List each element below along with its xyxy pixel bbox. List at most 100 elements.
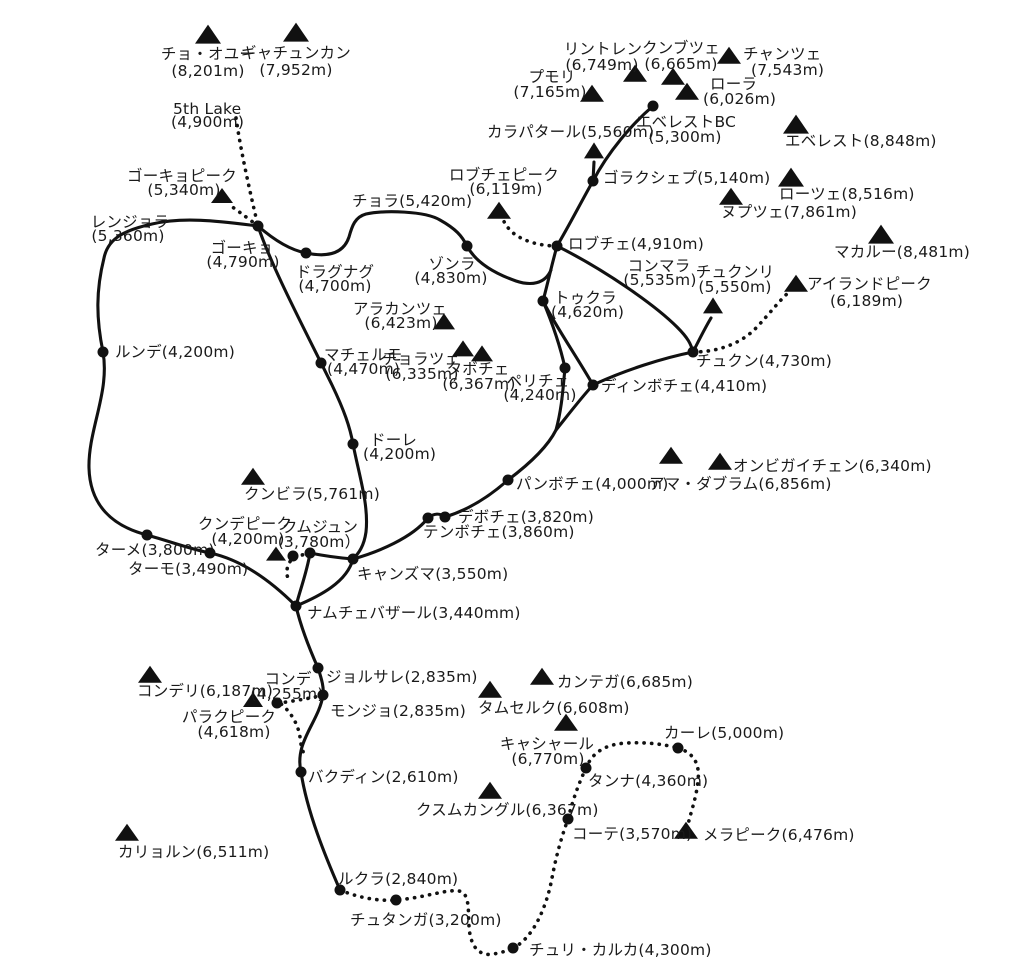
chukhung-ri-label: (5,550m) — [698, 278, 771, 296]
pheriche-label: ペリチェ — [507, 372, 570, 390]
kothe-dot — [562, 813, 574, 825]
lungde-dot — [97, 346, 109, 358]
dragnag-label: ドラグナグ — [296, 263, 375, 281]
chukhung-label: チュクン(4,730m) — [696, 352, 832, 370]
thukla-dot — [537, 295, 549, 307]
lobuche-peak-label: (6,119m) — [469, 180, 542, 198]
trail-dingboche-thukla — [541, 299, 595, 387]
kangtega-peak-icon — [530, 667, 554, 685]
machermo-label: (4,470m) — [327, 360, 400, 378]
dzongla-dot — [461, 240, 473, 252]
kongma-la-label: コンマラ — [628, 257, 691, 275]
kongde-label: (4,255m) — [250, 685, 323, 703]
parak-peak-label: パラクピーク — [182, 708, 276, 726]
jorsale-dot — [312, 662, 324, 674]
trail-khumjung-namche — [294, 551, 312, 608]
chukhung-ri-arrow-icon — [703, 297, 723, 314]
ama-dablam-label: アマ・ダブラム(6,856m) — [649, 474, 832, 493]
kyangjuma-dot — [347, 553, 359, 565]
kharyolung-peak-icon — [115, 823, 139, 841]
kongde-label: コンデ — [264, 669, 311, 688]
taboche-label: タボチェ — [447, 360, 510, 378]
lukla-label: ルクラ(2,840m) — [338, 870, 458, 888]
cho-oyu-label: (8,201m) — [171, 62, 244, 80]
trail-dingboche-chukhung — [591, 350, 695, 387]
gokyo-ri-peak-icon — [211, 188, 233, 203]
taboche-label: (6,367m) — [442, 375, 515, 393]
everest-bc-dot — [647, 100, 659, 112]
trail-chukhung-ri-spur — [691, 316, 713, 354]
trail-gokyo-dole-kyangjuma — [256, 224, 369, 561]
thamo-dot — [204, 547, 216, 559]
khare-label: カーレ(5,000m) — [664, 724, 784, 742]
gyachung-kang-peak-icon — [283, 22, 309, 42]
monjo-label: モンジョ(2,835m) — [330, 702, 466, 720]
jorsale-label: ジョルサレ(2,835m) — [326, 668, 478, 686]
thukla-label: トゥクラ — [554, 289, 617, 307]
khare-dot — [672, 742, 684, 754]
gorak-shep-dot — [587, 175, 599, 187]
chukhung-ri-label: チュクンリ — [696, 263, 775, 281]
kala-patthar-arrow-icon — [584, 142, 604, 159]
pheriche-label: (4,240m) — [503, 386, 576, 404]
dzongla-label: (4,830m) — [414, 269, 487, 287]
lho-la-label: (6,026m) — [703, 90, 776, 108]
lobuche-peak-peak-icon — [487, 201, 511, 219]
everest-bc-label: (5,300m) — [648, 128, 721, 146]
thame-dot — [141, 529, 153, 541]
tengboche-label: テンボチェ(3,860m) — [423, 523, 575, 541]
thamserku-peak-icon — [478, 680, 502, 698]
thangnak-dot — [580, 762, 592, 774]
island-peak-label: アイランドピーク — [807, 275, 932, 293]
cholatse-label: (6,335m) — [385, 365, 458, 383]
nuptse-label: ヌプツェ(7,861m) — [721, 203, 857, 221]
cho-oyu-peak-icon — [195, 24, 221, 44]
monjo-dot — [317, 689, 329, 701]
lintren-peak-icon — [623, 64, 647, 82]
dragnag-label: (4,700m) — [298, 277, 371, 295]
kongde-ri-peak-icon — [138, 665, 162, 683]
trail-lobuche-peak-trail — [501, 217, 559, 248]
parak-peak-peak-icon — [243, 692, 263, 707]
arakam-tse-label: (6,423m) — [364, 314, 437, 332]
trail-kongde-trail — [278, 693, 325, 759]
kyashar-label: キャシャール — [500, 735, 594, 753]
parak-peak-label: (4,618m) — [197, 723, 270, 741]
gyachung-kang-label: (7,952m) — [259, 61, 332, 79]
thamserku-label: タムセルク(6,608m) — [478, 699, 630, 717]
lungde-label: ルンデ(4,200m) — [115, 342, 235, 361]
lintren-label: リントレン — [564, 40, 643, 58]
trail-mera-trail-chulikharka-khare — [511, 740, 680, 950]
arakam-tse-label: アラカンツェ — [353, 300, 447, 318]
kunde-peak-peak-icon — [266, 546, 286, 561]
kala-patthar-label: カラパタール(5,560m) — [487, 123, 654, 141]
cho-oyu-label: チョ・オユー — [161, 45, 255, 63]
nuptse-peak-icon — [719, 187, 743, 205]
dragnag-dot — [300, 247, 312, 259]
trail-kyangjuma-tengboche — [351, 516, 430, 561]
taboche-peak-icon — [471, 345, 493, 362]
thame-label: ターメ(3,800m) — [95, 541, 215, 559]
kusum-kanguru-peak-icon — [478, 781, 502, 799]
chutanga-label: チュタンガ(3,200m) — [350, 911, 502, 929]
namche-bazaar-label: ナムチェバザール(3,440mm) — [307, 604, 521, 622]
trail-kyangjuma-namche — [294, 557, 355, 608]
trail-kongma-la-route — [555, 244, 695, 354]
lhotse-peak-icon — [778, 167, 804, 187]
trail-khumjung-kyangjuma — [308, 551, 355, 561]
kyashar-label: (6,770m) — [511, 750, 584, 768]
thukla-label: (4,620m) — [551, 303, 624, 321]
khumjung-label: (3,780m） — [278, 533, 361, 551]
island-peak-label: (6,189m) — [830, 292, 903, 310]
kongde-dot — [271, 697, 283, 709]
namche-bazaar-dot — [290, 600, 302, 612]
fifth-lake-label: 5th Lake — [173, 100, 241, 118]
lukla-dot — [334, 884, 346, 896]
everest-peak-icon — [783, 114, 809, 134]
kyashar-peak-icon — [554, 713, 578, 731]
gokyo-label: (4,790m) — [206, 253, 279, 271]
dole-label: (4,200m) — [363, 445, 436, 463]
makalu-label: マカルー(8,481m) — [834, 243, 970, 261]
